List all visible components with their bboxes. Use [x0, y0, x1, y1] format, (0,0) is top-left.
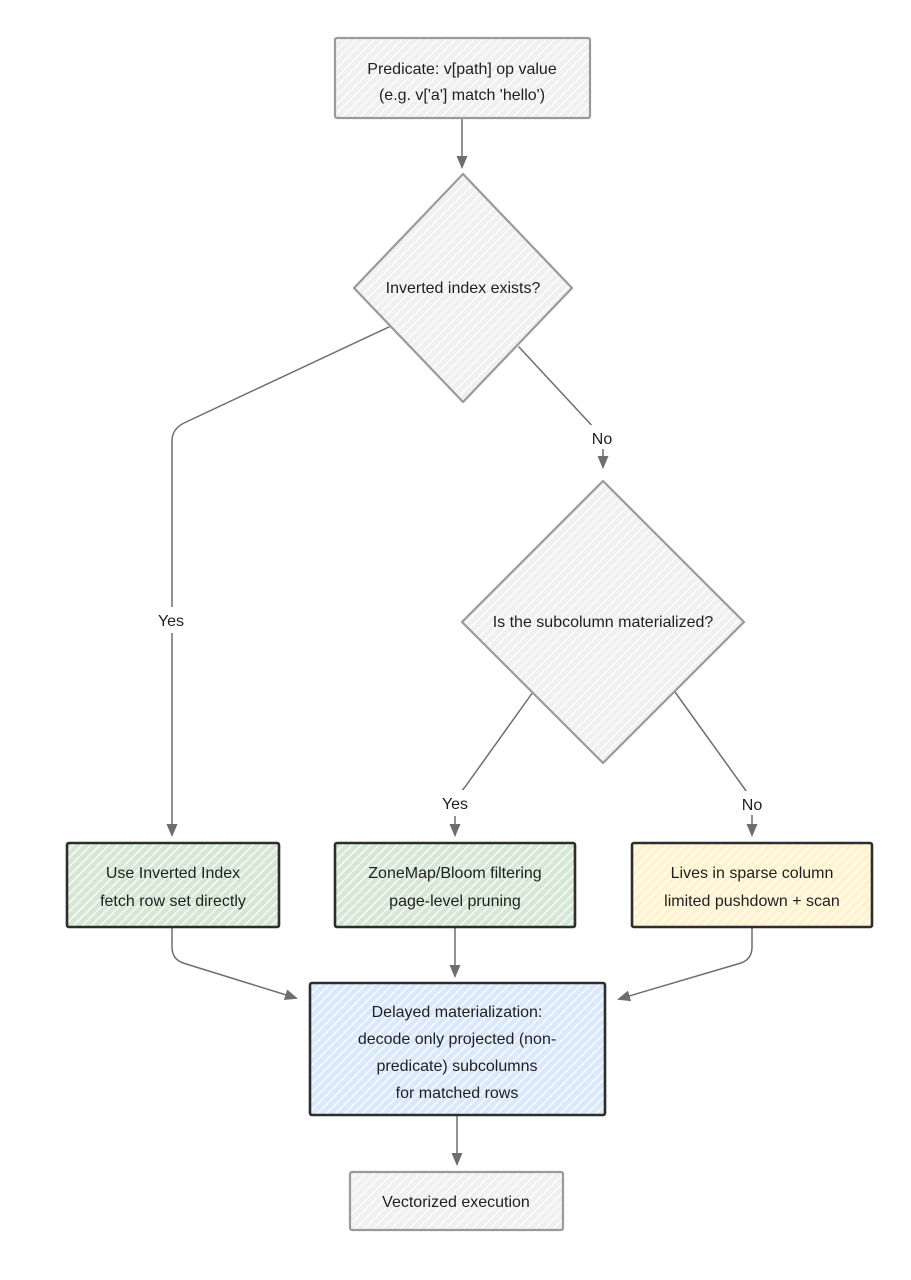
inverted-index-label: Inverted index exists?	[386, 280, 541, 297]
edge-label-inverted-no: No	[592, 431, 613, 448]
sparse-column-line-2: limited pushdown + scan	[664, 893, 840, 910]
sparse-column-line-1: Lives in sparse column	[671, 865, 834, 882]
zonemap-bloom-line-1: ZoneMap/Bloom filtering	[368, 865, 541, 882]
delayed-materialization-line-3: predicate) subcolumns	[377, 1058, 538, 1075]
edge-sparse-to-delayed	[617, 927, 753, 1002]
inverted-index-diamond	[352, 172, 574, 404]
edge-inverted-to-delayed	[171, 926, 298, 1000]
edge-inverted-index-yes	[166, 325, 392, 837]
node-zonemap-bloom: ZoneMap/Bloom filtering page-level pruni…	[333, 841, 577, 929]
decision-inverted-index: Inverted index exists?	[352, 172, 574, 404]
edge-label-bg	[151, 607, 191, 633]
sparse-column-box	[630, 841, 874, 929]
node-use-inverted-index: Use Inverted Index fetch row set directl…	[65, 841, 281, 929]
node-delayed-materialization: Delayed materialization: decode only pro…	[308, 981, 607, 1117]
node-sparse-column: Lives in sparse column limited pushdown …	[630, 841, 874, 929]
delayed-materialization-line-2: decode only projected (non-	[358, 1031, 556, 1048]
subcolumn-diamond	[460, 479, 746, 765]
edge-label-bg	[585, 425, 619, 449]
zonemap-bloom-line-2: page-level pruning	[389, 893, 521, 910]
delayed-materialization-box	[308, 981, 607, 1117]
predicate-box	[333, 36, 592, 120]
delayed-materialization-line-1: Delayed materialization:	[372, 1004, 543, 1021]
predicate-line-1: Predicate: v[path] op value	[367, 61, 557, 78]
edge-label-bg	[736, 791, 768, 815]
delayed-materialization-line-4: for matched rows	[396, 1085, 519, 1102]
edge-label-bg	[435, 790, 475, 816]
decision-subcolumn-materialized: Is the subcolumn materialized?	[460, 479, 746, 765]
use-inverted-index-box	[65, 841, 281, 929]
node-predicate: Predicate: v[path] op value (e.g. v['a']…	[333, 36, 592, 120]
use-inverted-index-line-2: fetch row set directly	[100, 893, 246, 910]
node-vectorized-execution: Vectorized execution	[348, 1170, 565, 1232]
edge-label-materialized-no: No	[742, 797, 763, 814]
predicate-line-2: (e.g. v['a'] match 'hello')	[379, 87, 545, 104]
edge-label-materialized-yes: Yes	[442, 796, 468, 813]
vectorized-execution-label: Vectorized execution	[382, 1194, 530, 1211]
subcolumn-label: Is the subcolumn materialized?	[493, 614, 714, 631]
vectorized-execution-box	[348, 1170, 565, 1232]
edge-labels: Yes No Yes No	[151, 425, 768, 816]
zonemap-bloom-box	[333, 841, 577, 929]
edge-label-inverted-yes: Yes	[158, 613, 184, 630]
use-inverted-index-line-1: Use Inverted Index	[106, 865, 240, 882]
